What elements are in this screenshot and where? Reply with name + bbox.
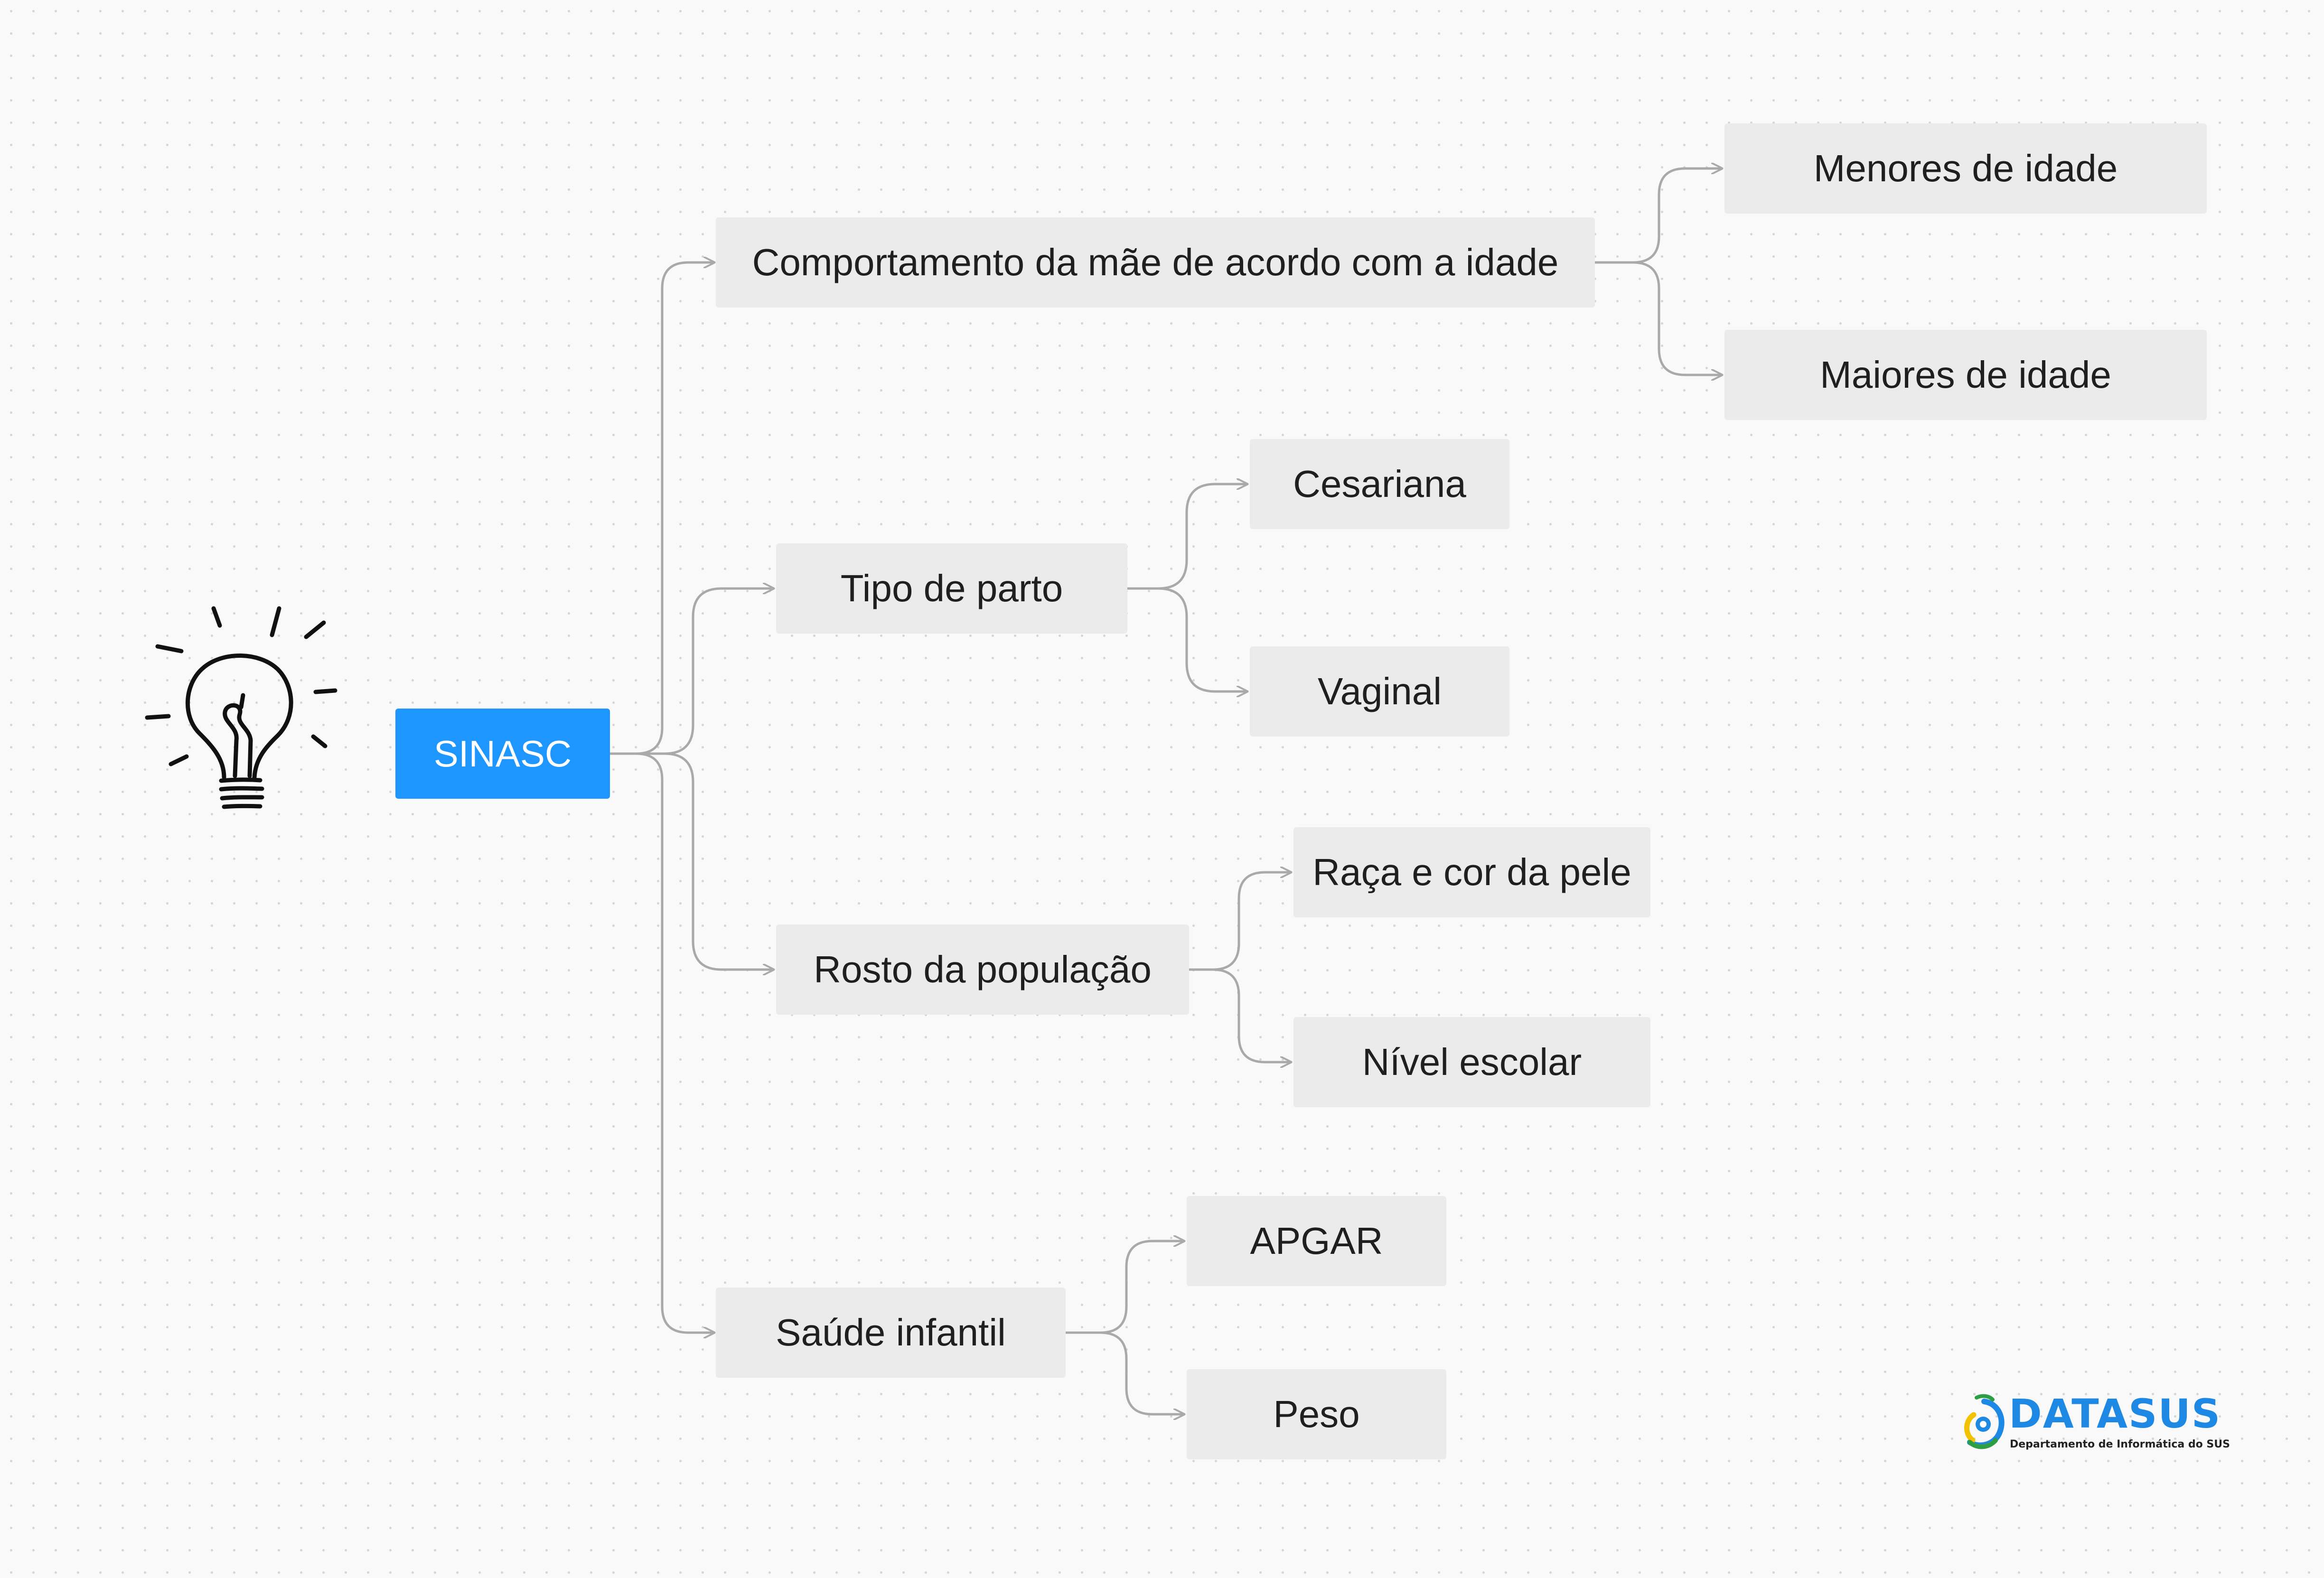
datasus-logo: DATASUS Departamento de Informática do S… bbox=[1956, 1391, 2230, 1464]
node-label: Nível escolar bbox=[1362, 1041, 1582, 1083]
connector-saude-peso bbox=[1064, 1331, 1186, 1414]
connector-root-comportamento bbox=[609, 262, 716, 755]
connector-rosto-nivel bbox=[1188, 968, 1293, 1062]
light-bulb-icon bbox=[145, 606, 337, 809]
node-label: Raça e cor da pele bbox=[1312, 851, 1631, 893]
node-label: Saúde infantil bbox=[776, 1311, 1006, 1354]
node-apgar[interactable]: APGAR bbox=[1187, 1196, 1446, 1286]
connector-rosto-raca bbox=[1188, 872, 1293, 971]
connector-saude-apgar bbox=[1064, 1241, 1186, 1334]
connector-tipo-parto-cesariana bbox=[1126, 484, 1249, 590]
node-menores-de-idade[interactable]: Menores de idade bbox=[1724, 123, 2207, 214]
connector-tipo-parto-vaginal bbox=[1126, 587, 1249, 691]
connector-root-tipo-parto bbox=[609, 588, 775, 755]
node-vaginal[interactable]: Vaginal bbox=[1250, 646, 1509, 737]
connector-root-saude bbox=[609, 752, 716, 1333]
node-comportamento-mae[interactable]: Comportamento da mãe de acordo com a ida… bbox=[716, 217, 1595, 308]
datasus-logo-icon bbox=[1964, 1394, 2005, 1449]
connector-root-rosto bbox=[609, 752, 775, 970]
node-label: Menores de idade bbox=[1813, 147, 2118, 189]
node-nivel-escolar[interactable]: Nível escolar bbox=[1293, 1017, 1650, 1107]
root-node-label: SINASC bbox=[433, 732, 572, 775]
node-maiores-de-idade[interactable]: Maiores de idade bbox=[1724, 330, 2207, 420]
node-label: Vaginal bbox=[1318, 670, 1442, 712]
node-label: APGAR bbox=[1250, 1220, 1383, 1262]
node-tipo-de-parto[interactable]: Tipo de parto bbox=[776, 543, 1127, 634]
datasus-logo-title: DATASUS bbox=[2009, 1391, 2221, 1437]
node-label: Rosto da população bbox=[814, 948, 1152, 990]
node-peso[interactable]: Peso bbox=[1187, 1369, 1446, 1459]
connector-comportamento-maiores bbox=[1593, 261, 1724, 375]
node-cesariana[interactable]: Cesariana bbox=[1250, 439, 1509, 529]
node-rosto-da-populacao[interactable]: Rosto da população bbox=[776, 924, 1189, 1015]
node-label: Cesariana bbox=[1293, 463, 1466, 505]
node-label: Peso bbox=[1273, 1393, 1360, 1435]
root-node-sinasc[interactable]: SINASC bbox=[395, 709, 610, 799]
node-label: Comportamento da mãe de acordo com a ida… bbox=[752, 241, 1559, 283]
connector-comportamento-menores bbox=[1593, 168, 1724, 264]
node-label: Tipo de parto bbox=[840, 567, 1063, 609]
node-label: Maiores de idade bbox=[1820, 354, 2111, 396]
datasus-logo-subtitle: Departamento de Informática do SUS bbox=[2010, 1438, 2230, 1450]
node-saude-infantil[interactable]: Saúde infantil bbox=[716, 1288, 1066, 1378]
node-raca-e-cor-da-pele[interactable]: Raça e cor da pele bbox=[1293, 827, 1650, 917]
